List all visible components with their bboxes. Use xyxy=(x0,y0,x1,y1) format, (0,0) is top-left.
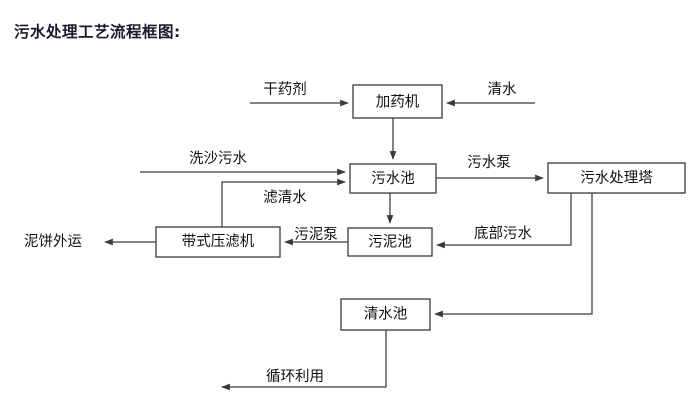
edge-label-wastewater-pump: 污水泵 xyxy=(467,154,511,171)
node-wastewater-pool-box xyxy=(349,163,437,194)
edge-treatment-tower-to-sludge-pool xyxy=(436,193,572,249)
node-belt-filter-press-box xyxy=(155,226,281,258)
node-dosing-machine[interactable]: 加药机 xyxy=(352,84,443,119)
node-belt-filter-press-label: 带式压滤机 xyxy=(182,233,255,250)
node-dosing-machine-label: 加药机 xyxy=(376,94,420,111)
edge-treatment-tower-to-clear-water-pool xyxy=(434,193,593,318)
terminal-label-recycle-reuse: 循环利用 xyxy=(266,368,324,385)
terminal-label-clean-water: 清水 xyxy=(488,81,517,98)
node-dosing-machine-box xyxy=(352,84,443,119)
edge-label-sludge-pump: 污泥泵 xyxy=(294,226,338,243)
edge-filter-press-to-wastewater-pool xyxy=(221,178,346,227)
node-sludge-pool[interactable]: 污泥池 xyxy=(347,227,433,257)
node-clear-water-pool[interactable]: 清水池 xyxy=(340,298,431,331)
node-sludge-pool-label: 污泥池 xyxy=(368,234,412,251)
node-treatment-tower-label: 污水处理塔 xyxy=(580,170,653,187)
node-clear-water-pool-label: 清水池 xyxy=(364,306,408,323)
node-treatment-tower-box xyxy=(547,162,686,194)
terminal-label-sand-wash-wastewater: 洗沙污水 xyxy=(189,150,247,167)
node-clear-water-pool-box xyxy=(340,298,431,331)
node-wastewater-pool[interactable]: 污水池 xyxy=(349,163,437,194)
node-sludge-pool-box xyxy=(347,227,433,257)
node-treatment-tower[interactable]: 污水处理塔 xyxy=(547,162,686,194)
node-belt-filter-press[interactable]: 带式压滤机 xyxy=(155,226,281,258)
edge-clear-water-pool-to-recycle xyxy=(221,330,387,391)
node-wastewater-pool-label: 污水池 xyxy=(371,170,415,187)
edge-label-filtered-clear-water: 滤清水 xyxy=(263,189,307,206)
terminal-label-mud-cake-out: 泥饼外运 xyxy=(24,233,82,250)
edge-label-bottom-wastewater: 底部污水 xyxy=(474,225,532,242)
page-title: 污水处理工艺流程框图: xyxy=(14,23,181,41)
terminal-label-dry-chemical: 干药剂 xyxy=(263,81,307,98)
